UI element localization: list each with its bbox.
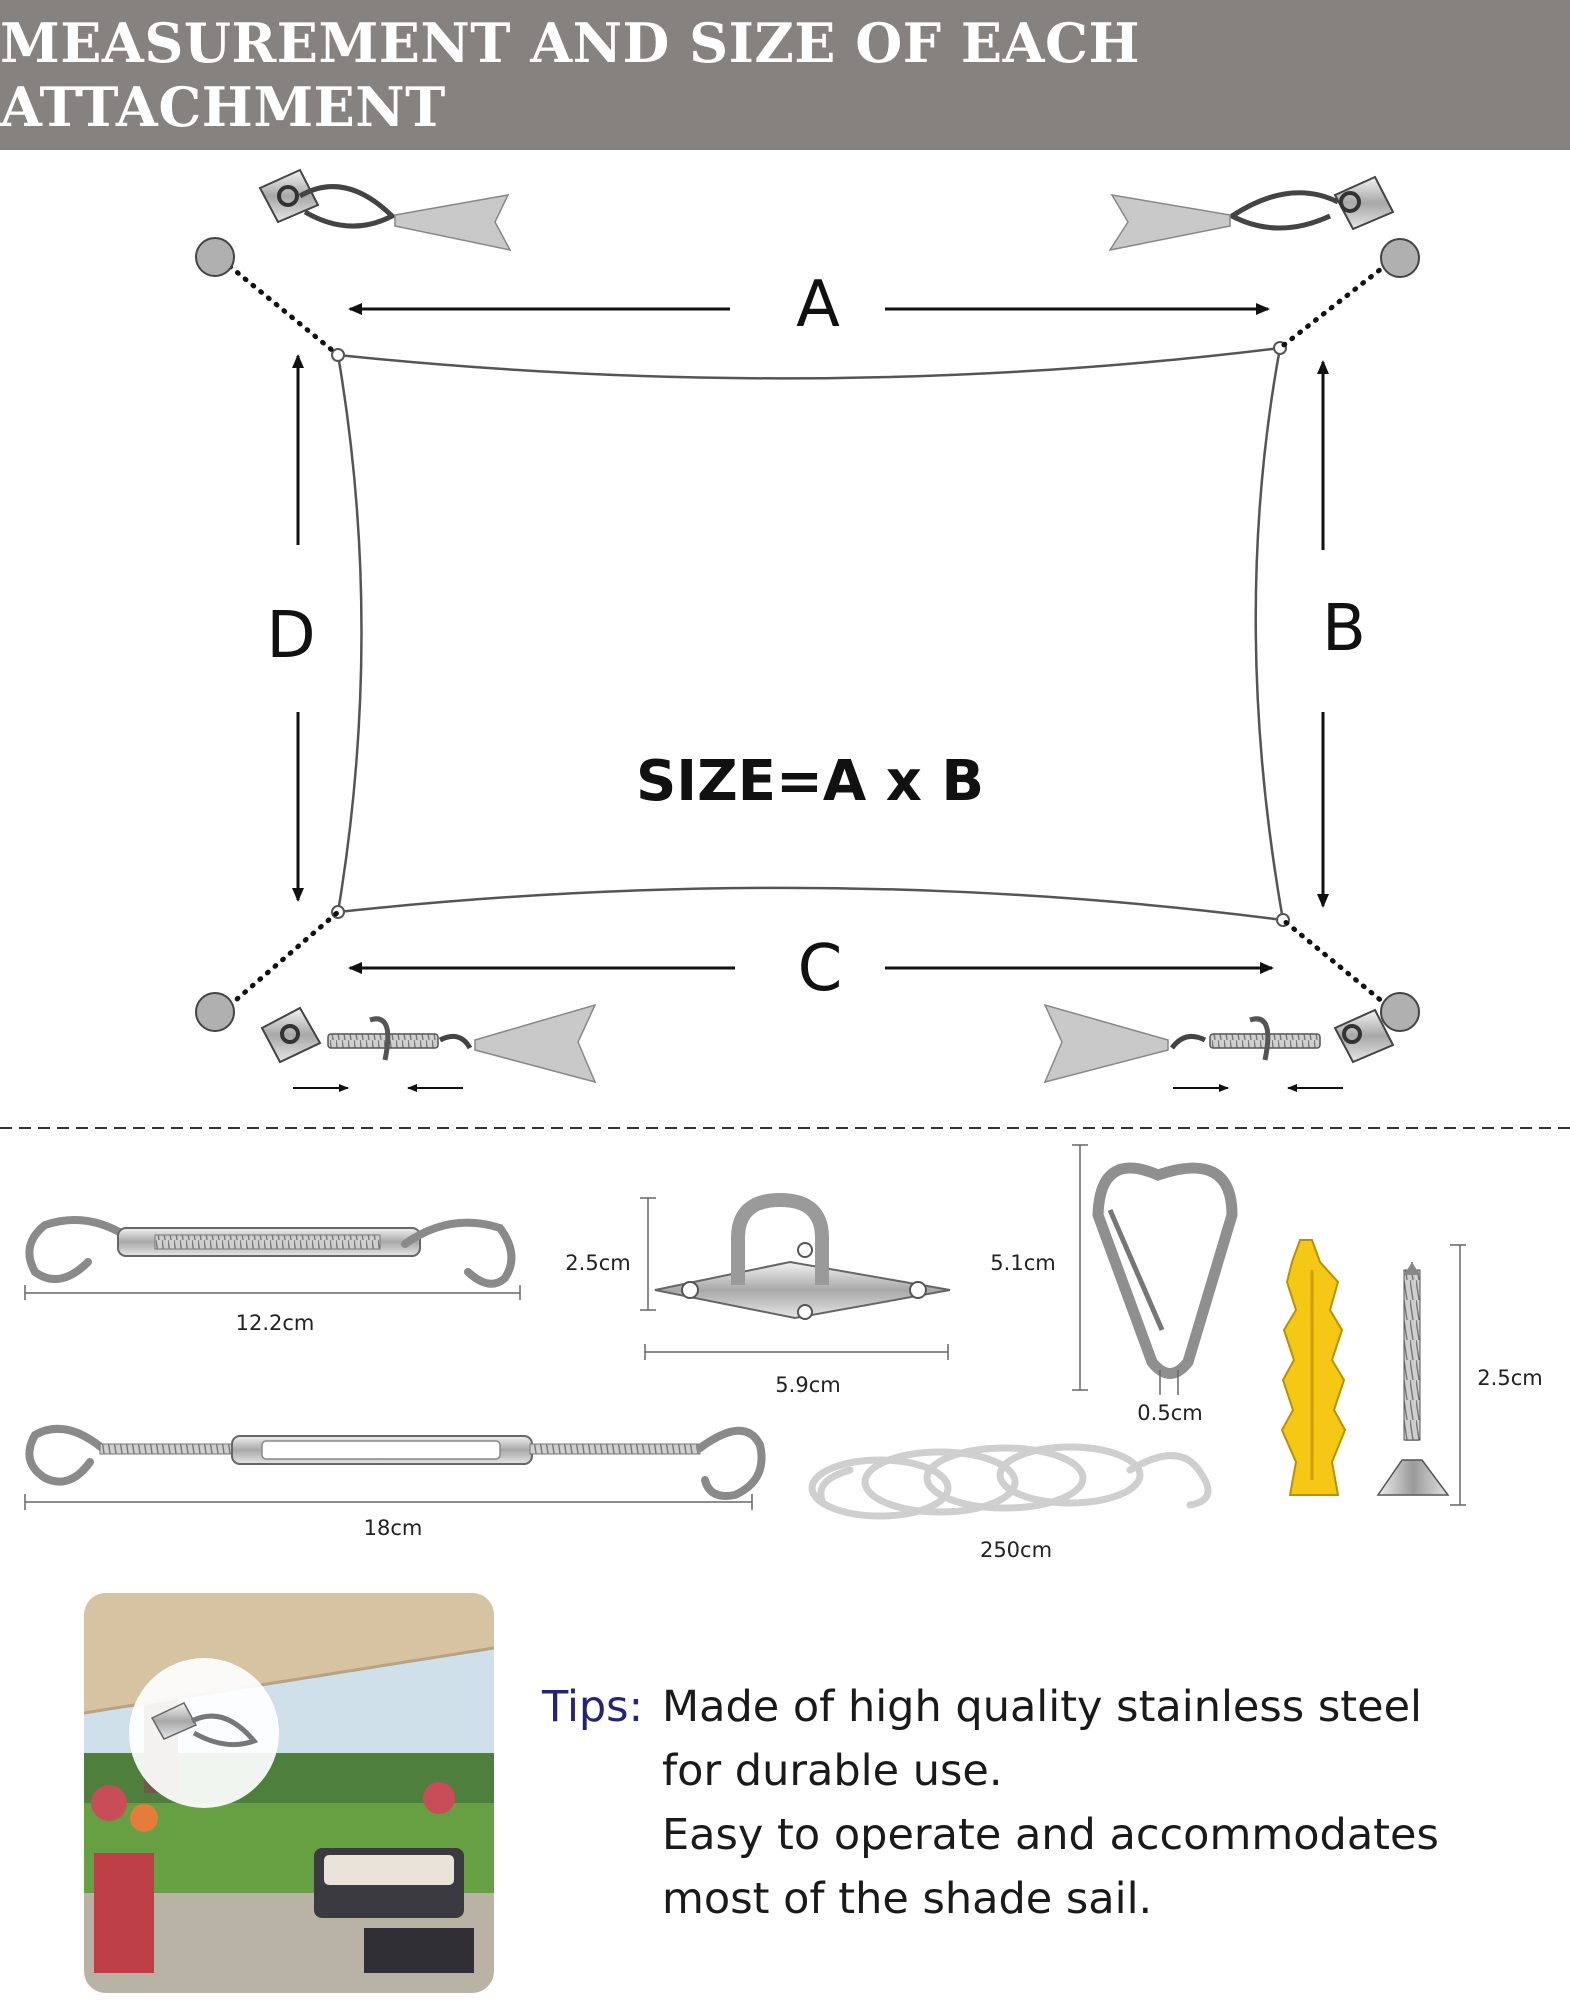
tips-line-2: for durable use. bbox=[662, 1746, 1003, 1796]
anchor-post-bottom-left bbox=[195, 992, 235, 1032]
tips-line-1: Made of high quality stainless steel bbox=[662, 1682, 1422, 1732]
corner-hardware-bottom-left bbox=[260, 1003, 597, 1092]
pad-eye-width: 5.9cm bbox=[775, 1373, 840, 1397]
pad-eye-image bbox=[654, 1192, 951, 1320]
rope-coil-image bbox=[808, 1443, 1212, 1520]
rope-length: 250cm bbox=[980, 1538, 1052, 1562]
screw-image bbox=[1376, 1261, 1450, 1496]
page-title: MEASUREMENT AND SIZE OF EACH ATTACHMENT bbox=[0, 11, 1140, 139]
turnbuckle-small-length: 12.2cm bbox=[236, 1311, 315, 1335]
snap-hook-image bbox=[1092, 1162, 1238, 1379]
anchor-dowel-image bbox=[1280, 1239, 1347, 1496]
tips-prefix: Tips: bbox=[542, 1682, 644, 1732]
turnbuckle-large-image bbox=[25, 1424, 766, 1500]
anchor-post-bottom-right bbox=[1380, 992, 1420, 1032]
anchor-post-top-left bbox=[195, 237, 235, 277]
snap-hook-wire-diameter: 0.5cm bbox=[1137, 1401, 1202, 1425]
turnbuckle-large-length: 18cm bbox=[364, 1516, 423, 1540]
tips-section: Tips: Made of high quality stainless ste… bbox=[542, 1675, 1542, 1931]
size-formula: SIZE=A x B bbox=[636, 749, 984, 814]
anchor-post-top-right bbox=[1380, 238, 1420, 278]
shade-sail-diagram: A B C D SIZE=A x B bbox=[0, 168, 1570, 1562]
pad-eye-height: 2.5cm bbox=[565, 1251, 630, 1275]
snap-hook-length: 5.1cm bbox=[990, 1251, 1055, 1275]
sail-outline bbox=[336, 346, 1285, 922]
corner-hardware-bottom-right bbox=[1043, 1003, 1395, 1092]
turnbuckle-small-image bbox=[25, 1216, 516, 1288]
label-side-c: C bbox=[798, 932, 843, 1006]
label-side-b: B bbox=[1322, 592, 1366, 666]
header-banner: MEASUREMENT AND SIZE OF EACH ATTACHMENT bbox=[0, 0, 1570, 150]
label-side-d: D bbox=[266, 599, 315, 673]
screw-length: 2.5cm bbox=[1477, 1366, 1542, 1390]
label-side-a: A bbox=[796, 268, 840, 342]
tips-line-3: Easy to operate and accommodates bbox=[662, 1810, 1439, 1860]
installation-photo bbox=[84, 1593, 494, 1993]
corner-hardware-top-left bbox=[258, 168, 512, 252]
corner-hardware-top-right bbox=[1108, 175, 1395, 252]
tips-line-4: most of the shade sail. bbox=[662, 1874, 1153, 1924]
